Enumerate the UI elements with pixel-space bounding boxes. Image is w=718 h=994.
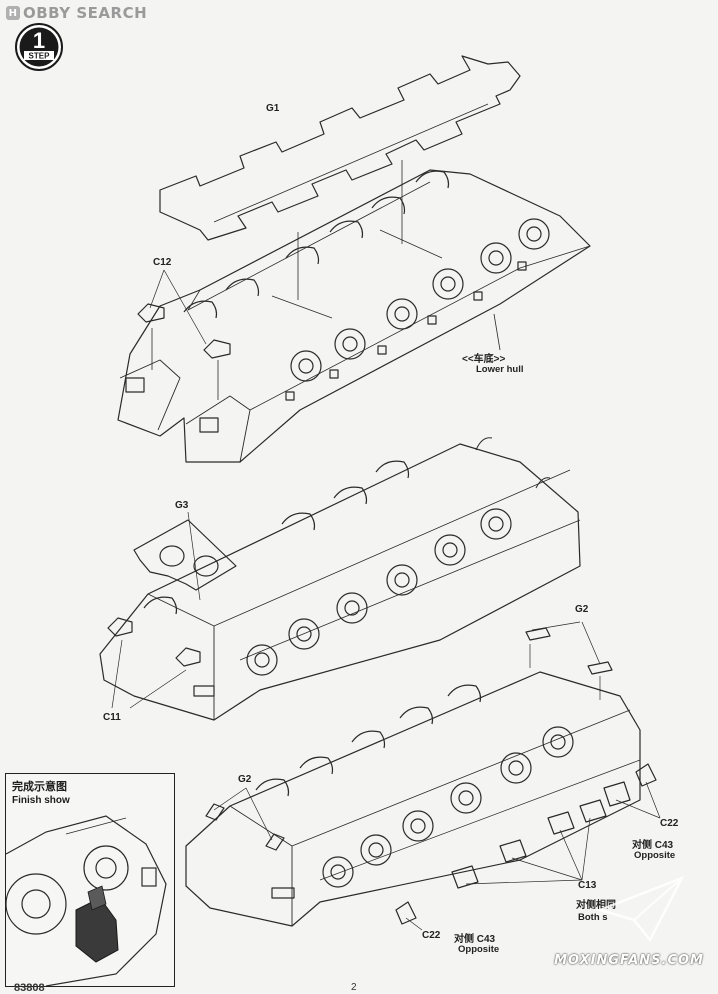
finish-show-drawing bbox=[6, 815, 167, 986]
label-opposite-c43-bottom-cn: 对侧 C43 bbox=[454, 934, 496, 945]
label-both-sides-cn: 对侧相同 bbox=[576, 900, 616, 911]
step-label: STEP bbox=[29, 52, 51, 61]
label-c22-right: C22 bbox=[660, 818, 679, 829]
hobbysearch-logo-icon: H bbox=[6, 6, 20, 20]
moxingfans-watermark: MOXINGFANS.COM bbox=[554, 953, 704, 968]
part-g1-plate bbox=[159, 55, 521, 241]
label-lower-hull-en: Lower hull bbox=[476, 364, 524, 375]
label-c22-bottom: C22 bbox=[422, 930, 441, 941]
step-number: 1 bbox=[33, 28, 45, 53]
part-g2-top bbox=[525, 621, 613, 700]
finish-show-title-en: Finish show bbox=[12, 795, 70, 806]
part-c22-c13-wedges bbox=[395, 763, 661, 931]
part-g2-left bbox=[205, 787, 285, 851]
label-opposite-bottom-en: Opposite bbox=[458, 944, 500, 955]
label-opposite-c43-right-cn: 对侧 C43 bbox=[632, 840, 674, 851]
label-lower-hull-cn: <<车底>> bbox=[462, 354, 506, 365]
part-lower-hull-bottom bbox=[185, 671, 641, 927]
label-c11: C11 bbox=[103, 712, 121, 723]
label-both-sides-en: Both s bbox=[578, 912, 608, 923]
label-c12: C12 bbox=[153, 257, 172, 268]
finish-show-inset bbox=[5, 773, 175, 987]
hobbysearch-watermark: H OBBY SEARCH bbox=[6, 4, 147, 22]
part-c11 bbox=[107, 617, 201, 709]
hobbysearch-text: OBBY SEARCH bbox=[23, 4, 148, 22]
label-g2-inset: G2 bbox=[238, 774, 252, 785]
step-badge: 1 STEP bbox=[15, 23, 63, 71]
paper-plane-logo-icon bbox=[596, 875, 685, 943]
label-g1: G1 bbox=[266, 103, 280, 114]
label-c13: C13 bbox=[578, 880, 597, 891]
label-g2-top: G2 bbox=[575, 604, 589, 615]
page-number: 2 bbox=[351, 982, 357, 993]
part-lower-hull-middle bbox=[99, 437, 581, 721]
label-opposite-right-en: Opposite bbox=[634, 850, 676, 861]
label-g3: G3 bbox=[175, 500, 189, 511]
part-c12 bbox=[137, 269, 231, 359]
part-g3-plate bbox=[133, 511, 237, 601]
kit-code: 83808 bbox=[14, 982, 45, 994]
part-lower-hull-top bbox=[117, 169, 591, 463]
finish-show-title-cn: 完成示意图 bbox=[12, 781, 67, 793]
